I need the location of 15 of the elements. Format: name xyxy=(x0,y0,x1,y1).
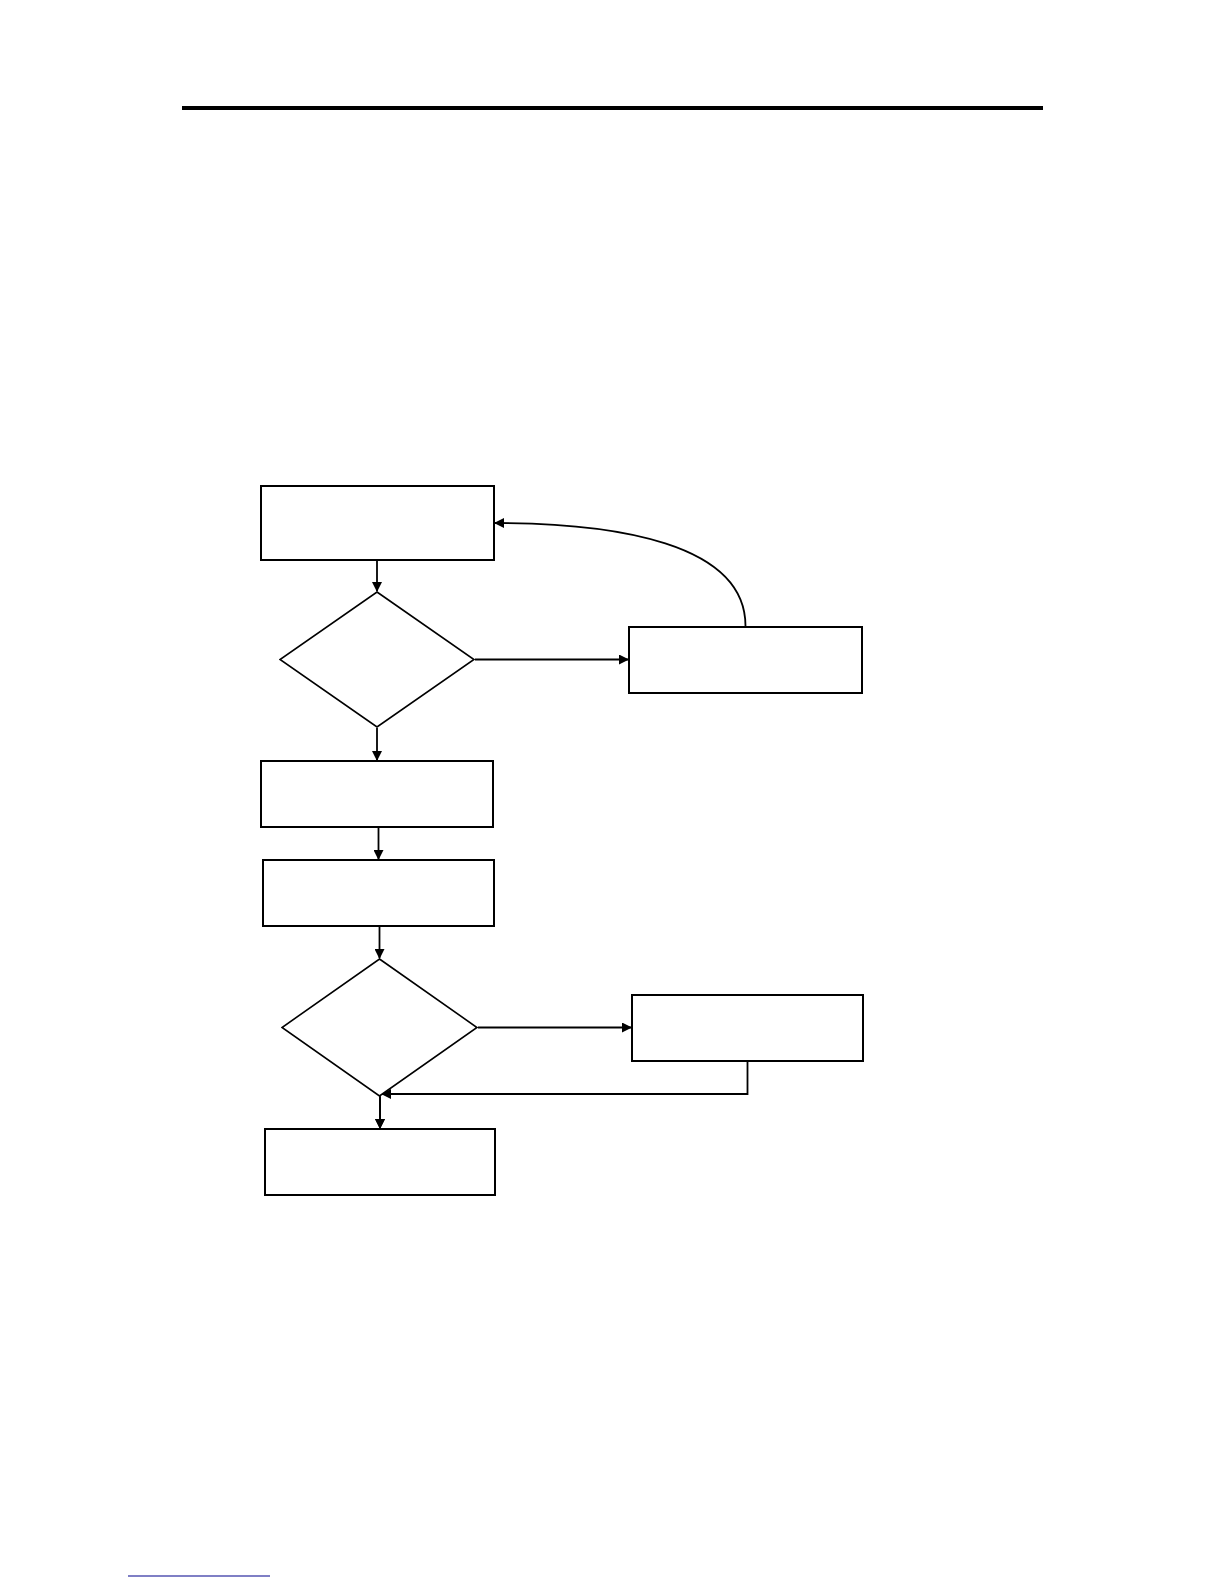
arrow xyxy=(477,1022,632,1033)
process-box xyxy=(631,994,864,1062)
arrow xyxy=(372,727,382,761)
process-box xyxy=(628,626,863,694)
decision-diamond xyxy=(281,958,478,1097)
arrow xyxy=(494,518,747,627)
arrow xyxy=(374,926,385,959)
arrow xyxy=(372,560,382,592)
arrow xyxy=(474,654,629,665)
arrow xyxy=(373,827,384,860)
process-box xyxy=(264,1128,496,1196)
process-box xyxy=(260,760,494,828)
process-box xyxy=(260,485,495,561)
process-box xyxy=(262,859,495,927)
decision-diamond xyxy=(279,591,475,728)
